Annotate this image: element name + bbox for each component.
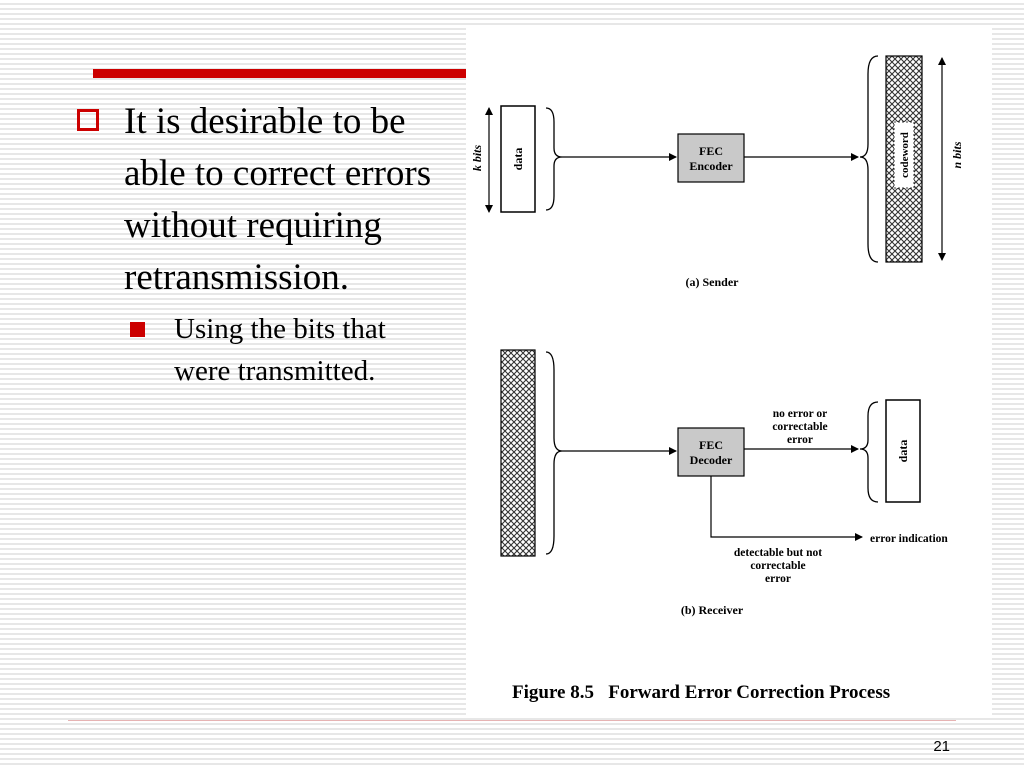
codeword-brace [859,55,879,263]
decoder-label-line1: FEC [699,438,723,452]
k-bits-label: k bits [470,145,484,172]
received-codeword-block [500,349,536,557]
bullet-sub-text: Using the bits that were transmitted. [174,313,386,387]
receiver-data-block [885,399,921,503]
encoder-label-line1: FEC [699,144,723,158]
error-indication-arrow [710,476,863,541]
footer-divider [68,720,956,721]
figure-title: Figure 8.5 Forward Error Correction Proc… [512,682,890,703]
fec-decoder-box [677,427,745,477]
receiver-caption: (b) Receiver [681,603,744,617]
bullet-item-sub: Using the bits that were transmitted. [74,308,394,392]
decoder-label-line2: Decoder [690,453,733,467]
page-number: 21 [933,738,950,755]
detectable-label-line3: error [765,573,791,585]
title-accent-bar [93,69,468,78]
codeword-label-box [893,121,915,189]
filled-square-bullet-icon [130,322,145,337]
fec-encoder-box [677,133,745,183]
error-indication-label: error indication [870,533,948,545]
figure-panel: k bits data FEC Encoder codeword n bits … [466,26,992,716]
receiver-data-label: data [896,440,910,463]
hollow-square-bullet-icon [77,109,99,131]
bullet-item-main: It is desirable to be able to correct er… [74,96,454,304]
encoder-label-line2: Encoder [689,159,733,173]
sender-caption: (a) Sender [686,275,740,289]
no-error-label-line2: correctable [772,421,827,433]
no-error-label-line1: no error or [773,408,828,420]
detectable-label-line2: correctable [750,560,805,572]
sender-data-label: data [511,148,525,171]
output-data-brace [859,401,879,503]
no-error-label-line3: error [787,434,813,446]
codeword-label: codeword [899,132,911,178]
detectable-label-line1: detectable but not [734,547,822,559]
fec-process-diagram: k bits data FEC Encoder codeword n bits … [470,55,964,703]
received-brace [545,351,563,555]
sender-data-brace [545,107,563,211]
n-bits-label: n bits [950,141,964,168]
bullet-list: It is desirable to be able to correct er… [74,96,454,392]
sender-data-block [500,105,536,213]
bullet-main-text: It is desirable to be able to correct er… [124,101,432,298]
